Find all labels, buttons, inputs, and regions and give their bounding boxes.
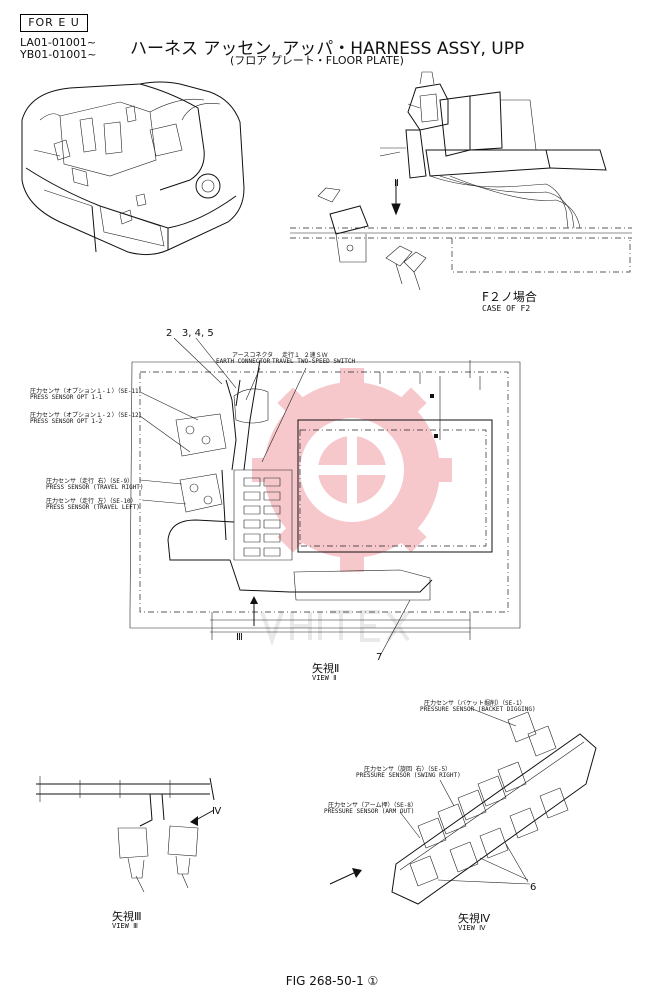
watermark-text [260,610,410,646]
sensor-se5-label-en: PRESSURE SENSOR (SWING RIGHT) [356,772,461,779]
view-iv-sensor-block [329,707,597,905]
earth-connector-label-jp: アースコネクタ [232,352,274,359]
sensor-se12-label-jp: 圧力センサ（オプション１-２）（SE-12） [30,412,145,419]
region-box: FOR E U [20,14,88,32]
case-f2-label-jp: F２ノ場合 [482,290,537,304]
sensor-se9-label-en: PRESS SENSOR (TRAVEL RIGHT) [46,484,144,491]
serial-range-2: YB01-01001~ [20,48,97,61]
sensor-se1-label-en: PRESSURE SENSOR (BACKET DIGGING) [420,706,536,713]
sensor-se1-label-jp: 圧力センサ（バケット掘削）（SE-1） [424,700,526,707]
page-subtitle: (フロア プレート・FLOOR PLATE) [230,54,404,67]
page-title: ハーネス アッセン, アッパ・HARNESS ASSY, UPP [130,39,525,59]
sensor-se9-label-jp: 圧力センサ（走行 右）（SE-9） [46,478,134,485]
figure-number: FIG 268-50-1 ① [285,974,379,988]
view-ii-caption-jp: 矢視Ⅱ [312,662,340,675]
sensor-se10-label-jp: 圧力センサ（走行 左）（SE-10） [46,498,137,505]
view-iii-caption-jp: 矢視Ⅲ [112,910,142,923]
travel-switch-label-jp: 走行１ ２速ＳＷ [282,352,328,359]
callout-ref-2-3-4-5: 2 3, 4, 5 [166,328,214,339]
view-ii-floor-plan [129,337,521,657]
sensor-se10-label-en: PRESS SENSOR (TRAVEL LEFT) [46,504,140,511]
sensor-se8-label-en: PRESSURE SENSOR (ARM OUT) [324,808,415,815]
case-f2-label-en: CASE OF F2 [482,304,531,313]
ref-number-6: 6 [530,882,537,893]
arrow-iv-mark: Ⅳ [212,806,222,817]
view-iii-bracket [36,776,215,893]
sensor-se8-label-jp: 圧力センサ（アーム押）（SE-8） [328,802,417,809]
sensor-se11-label-jp: 圧力センサ（オプション１-１）（SE-11） [30,388,145,395]
valve-side-view [290,71,632,291]
sensor-se5-label-jp: 圧力センサ（旋回 右）（SE-5） [364,766,452,773]
watermark-gear-logo [252,368,452,572]
sensor-se12-label-en: PRESS SENSOR OPT 1-2 [30,418,103,425]
view-iv-caption-jp: 矢視Ⅳ [458,912,491,925]
view-iv-caption-en: VIEW Ⅳ [458,924,486,932]
sensor-se11-label-en: PRESS SENSOR OPT 1-1 [30,394,103,401]
earth-connector-label-en: EARTH CONNECTOR [216,358,271,365]
view-ii-caption-en: VIEW Ⅱ [312,674,337,682]
travel-switch-label-en: TRAVEL TWO-SPEED SWITCH [272,358,356,365]
view-iii-caption-en: VIEW Ⅲ [112,922,138,930]
arrow-iii-mark: Ⅲ [236,632,243,643]
serial-range-1: LA01-01001~ [20,36,97,49]
machine-isometric-view [21,81,245,256]
arrow-ii-mark: Ⅱ [394,178,399,189]
ref-number-7: 7 [376,652,383,663]
